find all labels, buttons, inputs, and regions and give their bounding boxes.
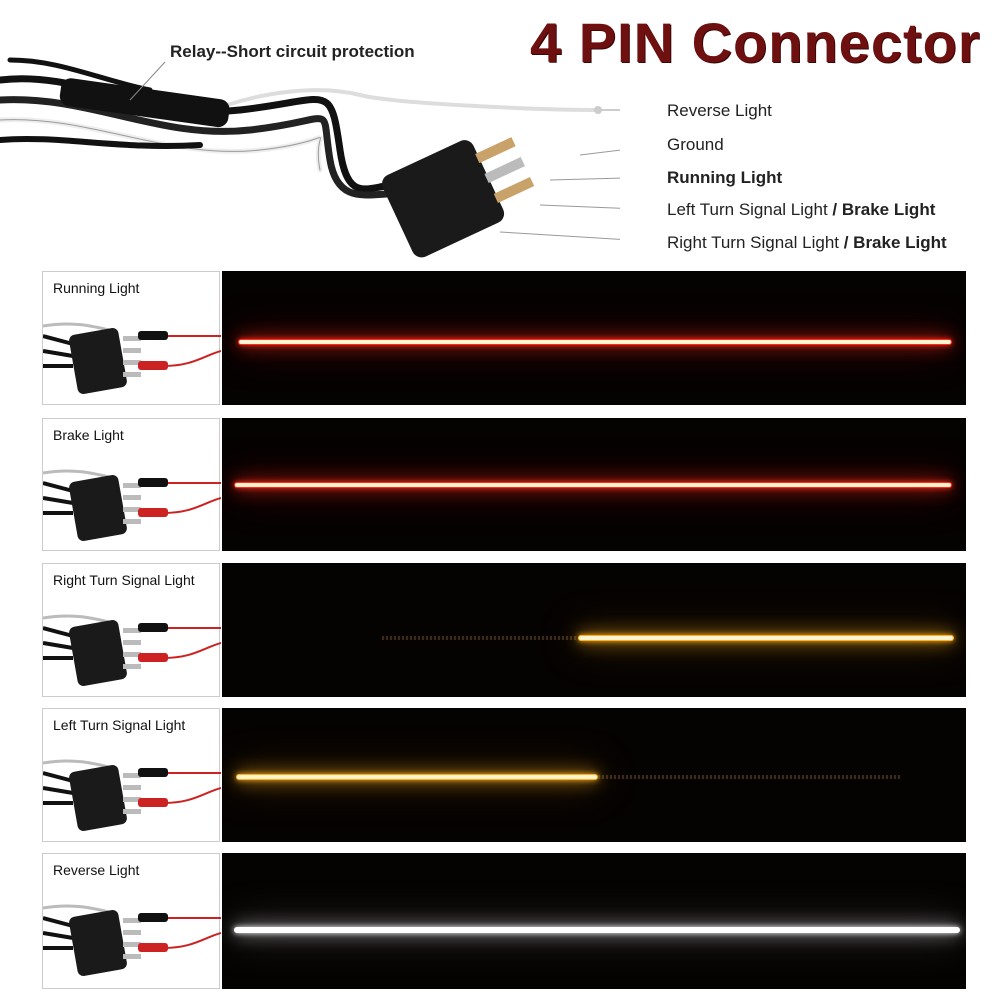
wiring-thumbnail: Reverse Light [42,853,221,989]
unlit-strip-segment [598,775,902,779]
lit-strip-segment [236,774,598,780]
light-strip-panel [222,418,966,551]
mode-label: Running Light [53,280,140,296]
light-strip-panel [222,271,966,405]
page-title: 4 PIN Connector [530,11,981,74]
mode-row-reverse-light: Reverse Light [42,853,966,989]
relay-icon [59,78,230,128]
mode-row-brake-light: Brake Light [42,418,966,551]
pin-label-right-turn: Right Turn Signal Light / Brake Light [667,233,947,252]
mode-label: Right Turn Signal Light [53,572,195,588]
pin-label-reverse: Reverse Light [667,101,772,120]
pin-label-running: Running Light [667,168,783,187]
connector-icon [382,137,535,258]
wiring-thumbnail: Running Light [42,271,221,405]
pin-label-left-turn: Left Turn Signal Light / Brake Light [667,200,936,219]
lit-strip-segment [578,635,954,641]
pin-label-ground: Ground [667,135,724,154]
mode-row-running-light: Running Light [42,271,966,405]
lit-strip-segment [234,482,952,488]
lit-strip-segment [234,927,960,933]
wiring-thumbnail: Left Turn Signal Light [42,708,221,842]
unlit-strip-segment [382,636,578,640]
mode-label: Brake Light [53,427,124,443]
wiring-thumbnail: Brake Light [42,418,221,551]
wire-harness-illustration [0,57,620,258]
wiring-thumbnail: Right Turn Signal Light [42,563,221,697]
relay-label: Relay--Short circuit protection [170,42,415,61]
lit-strip-segment [238,339,952,345]
light-strip-panel [222,563,966,697]
mode-row-right-turn-signal: Right Turn Signal Light [42,563,966,697]
mode-row-left-turn-signal: Left Turn Signal Light [42,708,966,842]
mode-label: Left Turn Signal Light [53,717,186,733]
light-strip-panel [222,708,966,842]
light-strip-panel [222,853,966,989]
mode-label: Reverse Light [53,862,140,878]
